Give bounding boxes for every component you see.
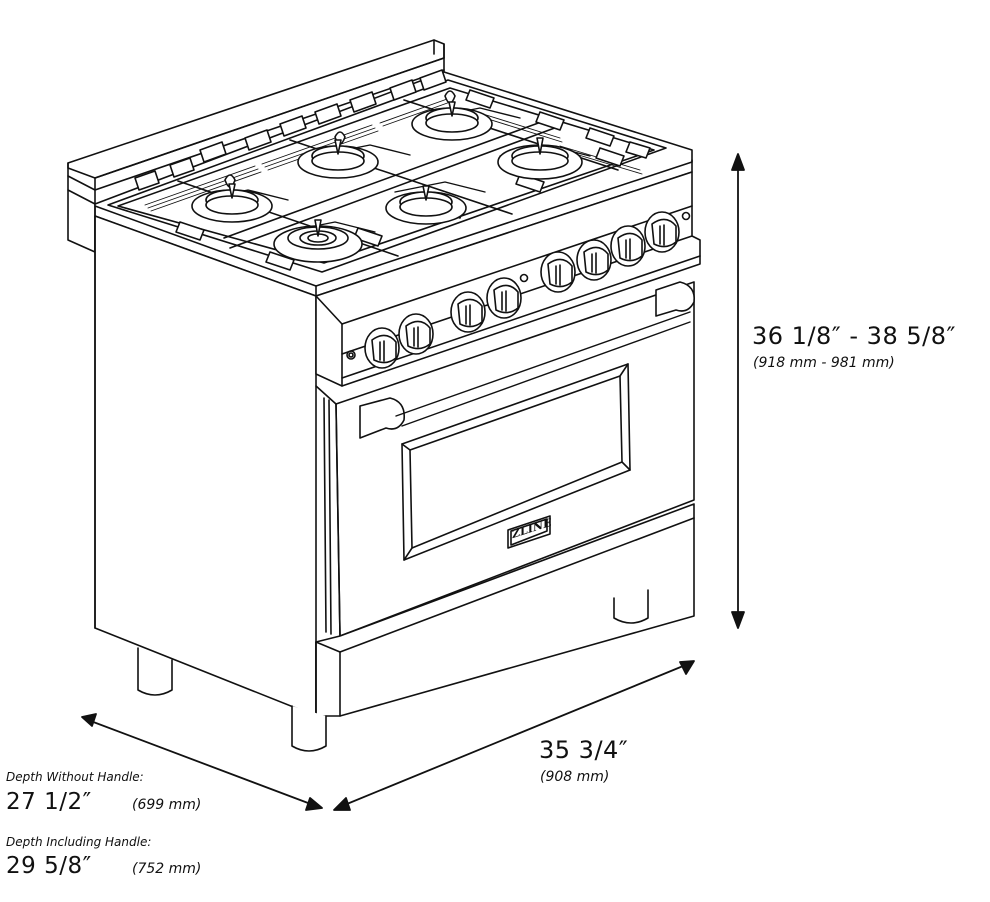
knob-6[interactable] [576,239,612,281]
knob-4[interactable] [486,277,522,319]
indicator-light-center [519,273,529,283]
oven-door[interactable] [315,281,695,637]
depth-including-handle-caption: Depth Including Handle: [6,835,152,849]
burners [191,101,583,263]
burner-rear-left [191,183,273,223]
height-dimension-metric: (918 mm - 981 mm) [753,355,895,371]
burner-front-right [497,137,583,180]
leg-front-right [613,589,649,624]
width-dimension-metric: (908 mm) [540,769,610,785]
burner-rear-center [297,139,379,179]
burner-rear-right [411,101,493,141]
height-dimension-imperial: 36 1/8″ - 38 5/8″ [752,322,956,350]
indicator-light-right [681,211,691,221]
backsplash [67,39,445,253]
indicator-light-left [346,350,356,360]
width-arrow [333,660,695,811]
oven-handle[interactable] [359,281,696,439]
knob-1[interactable] [364,327,400,369]
brand-badge [507,515,551,549]
depth-including-handle-imperial: 29 5/8″ [6,853,92,879]
leg-front-left [291,705,327,752]
knob-8[interactable] [644,211,680,253]
height-arrow [731,153,745,629]
depth-arrow [81,713,323,811]
depth-without-handle-imperial: 27 1/2″ [6,789,92,815]
knob-7[interactable] [610,225,646,267]
leg-rear-left [137,647,173,696]
depth-without-handle-metric: (699 mm) [132,797,202,813]
knob-3[interactable] [450,291,486,333]
dimension-arrows [81,153,745,811]
depth-including-handle-metric: (752 mm) [132,861,202,877]
side-panel [94,215,317,717]
depth-without-handle-caption: Depth Without Handle: [6,770,144,784]
knobs [364,211,680,369]
knob-2[interactable] [398,313,434,355]
knob-5[interactable] [540,251,576,293]
legs [137,589,649,752]
burner-front-left [273,219,363,263]
burner-front-center [385,185,467,225]
width-dimension-imperial: 35 3/4″ [539,736,629,764]
